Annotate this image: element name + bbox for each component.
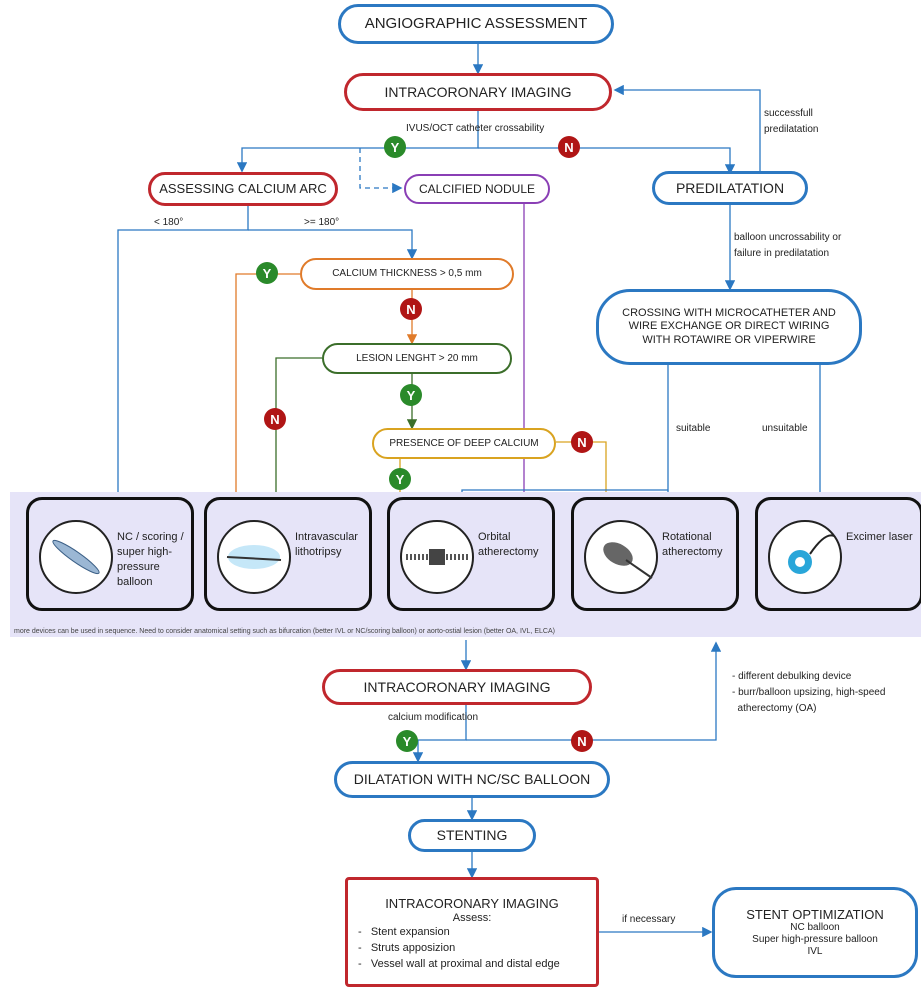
device-name: Excimer laser (846, 531, 913, 543)
device-rotational: Rotational atherectomy (571, 497, 739, 611)
unsuitable-label: unsuitable (762, 423, 808, 434)
crossability-label: IVUS/OCT catheter crossability (406, 123, 545, 134)
footnote: more devices can be used in sequence. Ne… (14, 628, 555, 635)
calcium-modification-label: calcium modification (388, 712, 479, 723)
device-orbital: Orbital atherectomy (387, 497, 555, 611)
crossing-box: CROSSING WITH MICROCATHETER AND WIRE EXC… (596, 289, 862, 365)
optimization-item: NC balloon (790, 922, 840, 934)
list-item: - Vessel wall at proximal and distal edg… (358, 957, 560, 970)
debulk-label-3: atherectomy (OA) (732, 703, 817, 714)
stent-optimization-box: STENT OPTIMIZATION NC balloon Super high… (712, 887, 918, 978)
no-marker-crossability: N (558, 136, 580, 158)
no-marker-deep: N (571, 431, 593, 453)
optimization-item: IVL (807, 946, 823, 958)
deep-calcium-box: PRESENCE OF DEEP CALCIUM (372, 428, 556, 459)
yes-marker-crossability: Y (384, 136, 406, 158)
imaging-3-title: INTRACORONARY IMAGING (385, 896, 559, 911)
angiographic-assessment-box: ANGIOGRAPHIC ASSESSMENT (338, 4, 614, 44)
stenting-box: STENTING (408, 819, 536, 852)
successful-label: successfull (764, 108, 813, 119)
rotational-atherectomy-icon (584, 520, 658, 594)
ge-180-label: >= 180° (304, 217, 340, 228)
lesion-length-box: LESION LENGHT > 20 mm (322, 343, 512, 374)
optimization-title: STENT OPTIMIZATION (746, 906, 884, 922)
yes-marker-thickness: Y (256, 262, 278, 284)
orbital-atherectomy-icon (400, 520, 474, 594)
device-excimer: Excimer laser (755, 497, 921, 611)
if-necessary-label: if necessary (622, 914, 676, 925)
yes-marker-length: Y (400, 384, 422, 406)
balloon-icon (39, 520, 113, 594)
dilatation-box: DILATATION WITH NC/SC BALLOON (334, 761, 610, 798)
failure-label: failure in predilatation (734, 248, 830, 259)
calcified-nodule-box: CALCIFIED NODULE (404, 174, 550, 204)
lithotripsy-icon (217, 520, 291, 594)
assessing-calcium-arc-box: ASSESSING CALCIUM ARC (148, 172, 338, 206)
no-marker-modification: N (571, 730, 593, 752)
calcium-thickness-box: CALCIUM THICKNESS > 0,5 mm (300, 258, 514, 290)
device-name: Intravascular lithotripsy (295, 531, 358, 558)
imaging-3-subtitle: Assess: (452, 911, 492, 924)
intracoronary-imaging-box-3: INTRACORONARY IMAGING Assess: - Stent ex… (345, 877, 599, 987)
device-name: Orbital atherectomy (478, 531, 539, 558)
device-nc-balloon: NC / scoring / super high-pressure ballo… (26, 497, 194, 611)
list-item: - Struts apposizion (358, 941, 456, 954)
device-name: Rotational atherectomy (662, 531, 723, 558)
excimer-laser-icon (768, 520, 842, 594)
intracoronary-imaging-box-2: INTRACORONARY IMAGING (322, 669, 592, 705)
list-item: - Stent expansion (358, 925, 450, 938)
no-marker-thickness: N (400, 298, 422, 320)
less-180-label: < 180° (154, 217, 184, 228)
intracoronary-imaging-box-1: INTRACORONARY IMAGING (344, 73, 612, 111)
yes-marker-deep: Y (389, 468, 411, 490)
optimization-item: Super high-pressure balloon (752, 934, 878, 946)
yes-marker-modification: Y (396, 730, 418, 752)
no-marker-length: N (264, 408, 286, 430)
debulk-label-1: - different debulking device (732, 671, 852, 682)
uncrossability-label: balloon uncrossability or (734, 232, 842, 243)
imaging-3-list: - Stent expansion - Struts apposizion - … (348, 925, 560, 973)
predilatation-label: predilatation (764, 124, 819, 135)
device-ivl: Intravascular lithotripsy (204, 497, 372, 611)
device-name: NC / scoring / super high-pressure ballo… (117, 531, 184, 588)
predilatation-box: PREDILATATION (652, 171, 808, 205)
suitable-label: suitable (676, 423, 711, 434)
debulk-label-2: - burr/balloon upsizing, high-speed (732, 687, 886, 698)
